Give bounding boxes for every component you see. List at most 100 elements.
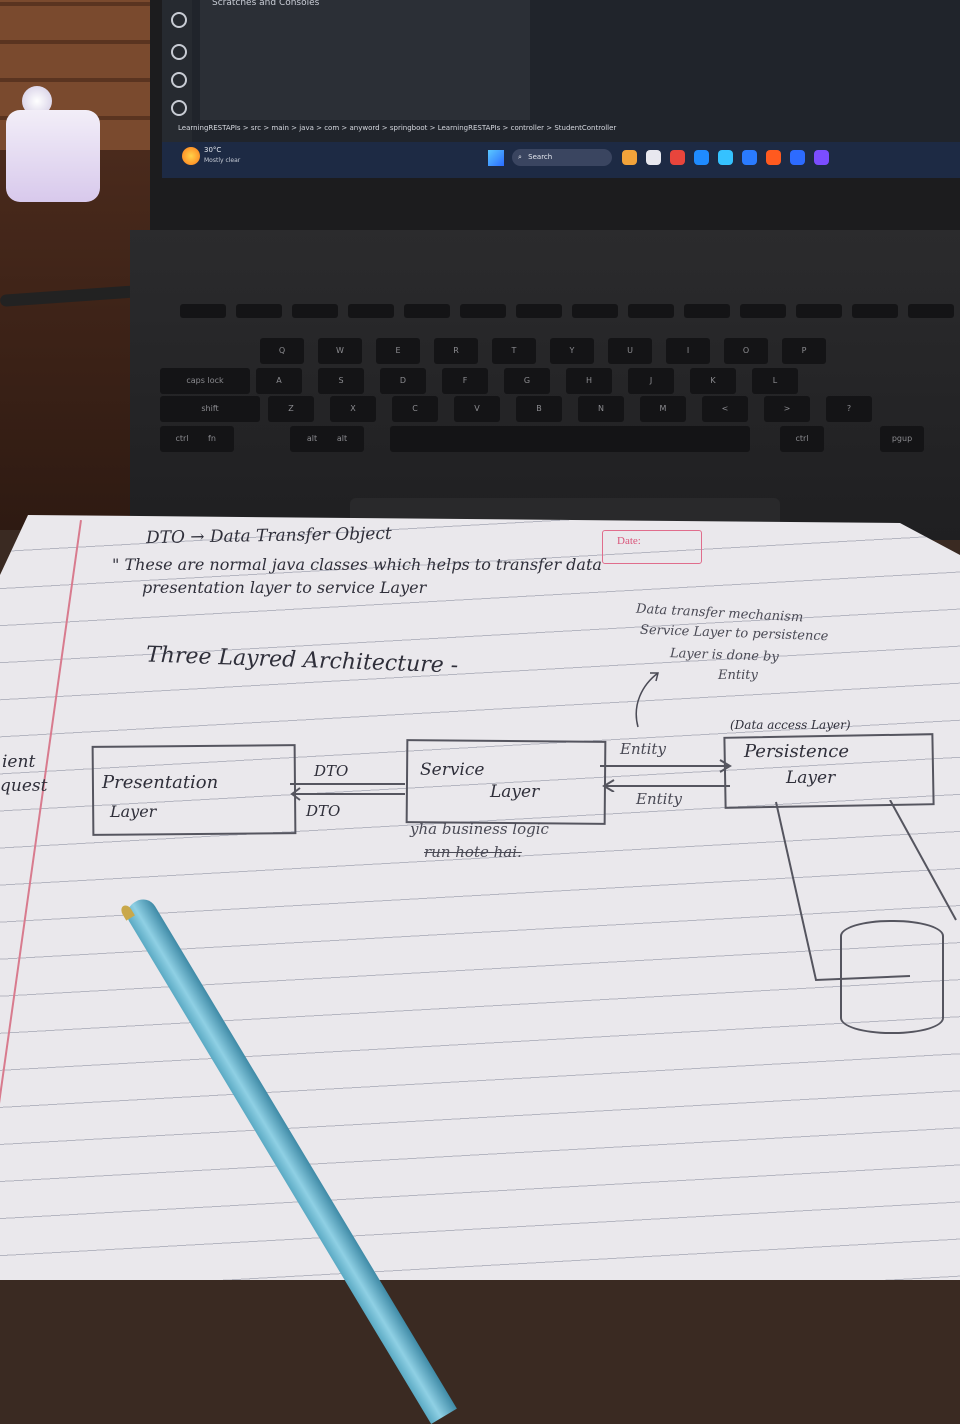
function-key[interactable] (628, 304, 674, 318)
taskbar-app-icon[interactable] (646, 150, 661, 165)
keyboard-key[interactable]: H (566, 368, 612, 394)
function-key[interactable] (348, 304, 394, 318)
dto-top-label: DTO (314, 762, 349, 780)
function-key[interactable] (292, 304, 338, 318)
function-key[interactable] (852, 304, 898, 318)
keyboard-key[interactable]: X (330, 396, 376, 422)
keyboard-key[interactable]: N (578, 396, 624, 422)
keyboard-key[interactable]: M (640, 396, 686, 422)
note-top-4: Entity (718, 668, 758, 683)
presentation-label-1: Presentation (102, 772, 219, 793)
keyboard-key[interactable]: A (256, 368, 302, 394)
keyboard-key[interactable]: pgup (880, 426, 924, 452)
keyboard-key[interactable]: < (702, 396, 748, 422)
keyboard-key[interactable]: ? (826, 396, 872, 422)
keyboard-key[interactable]: B (516, 396, 562, 422)
taskbar-app-icon[interactable] (718, 150, 733, 165)
keyboard-key[interactable]: F (442, 368, 488, 394)
database-icon (840, 920, 944, 1034)
weather-temperature[interactable]: 30°C (204, 146, 222, 154)
ruled-lines (0, 515, 960, 1280)
persistence-label-2: Layer (786, 768, 836, 788)
taskbar-app-icon[interactable] (790, 150, 805, 165)
taskbar-app-icon[interactable] (814, 150, 829, 165)
keyboard-key[interactable]: E (376, 338, 420, 364)
keyboard-key[interactable]: > (764, 396, 810, 422)
taskbar-app-icon[interactable] (670, 150, 685, 165)
spacebar[interactable] (390, 426, 750, 452)
function-key[interactable] (796, 304, 842, 318)
taskbar-app-icon[interactable] (622, 150, 637, 165)
git-icon[interactable] (171, 100, 187, 116)
keyboard-key[interactable]: ctrl (780, 426, 824, 452)
breadcrumb[interactable]: LearningRESTAPIs > src > main > java > c… (178, 124, 617, 132)
function-key[interactable] (404, 304, 450, 318)
weather-description[interactable]: Mostly clear (204, 157, 241, 164)
service-label-2: Layer (490, 782, 540, 802)
services-icon[interactable] (171, 72, 187, 88)
taskbar-app-icon[interactable] (694, 150, 709, 165)
keyboard-key[interactable]: W (318, 338, 362, 364)
service-note-2: run hote hai. (424, 843, 522, 861)
entity-bottom-label: Entity (636, 790, 682, 808)
keyboard-key[interactable]: Q (260, 338, 304, 364)
curve-arrow-icon (635, 672, 659, 728)
note-line-3: presentation layer to service Layer (142, 578, 427, 597)
persistence-label-1: Persistence (744, 741, 850, 762)
taskbar-search[interactable]: ⌕ Search (512, 149, 612, 166)
entity-arrows (600, 759, 732, 792)
keyboard-key[interactable]: caps lock (160, 368, 250, 394)
led-candle (6, 110, 100, 202)
keyboard-key[interactable]: S (318, 368, 364, 394)
keyboard-key[interactable]: R (434, 338, 478, 364)
keyboard-key[interactable]: O (724, 338, 768, 364)
client-label-1: ient (2, 752, 36, 772)
keyboard-key[interactable]: G (504, 368, 550, 394)
dto-arrows (290, 783, 405, 801)
start-button-icon[interactable] (488, 150, 504, 166)
date-stamp: Date: (602, 530, 702, 564)
keyboard-key[interactable]: P (782, 338, 826, 364)
note-line-2: " These are normal java classes which he… (112, 555, 602, 574)
keyboard-key[interactable]: U (608, 338, 652, 364)
keyboard-key[interactable]: shift (160, 396, 260, 422)
function-key[interactable] (236, 304, 282, 318)
function-key[interactable] (516, 304, 562, 318)
keyboard-key[interactable]: I (666, 338, 710, 364)
keyboard-key[interactable]: Z (268, 396, 314, 422)
taskbar-app-icon[interactable] (742, 150, 757, 165)
function-key[interactable] (180, 304, 226, 318)
client-label-2: quest (0, 776, 48, 796)
function-key[interactable] (908, 304, 954, 318)
run-icon[interactable] (171, 12, 187, 28)
taskbar-app-icon[interactable] (766, 150, 781, 165)
persistence-note: (Data access Layer) (730, 718, 851, 732)
entity-top-label: Entity (620, 740, 666, 758)
database-connector (775, 800, 957, 982)
ide-tree-item[interactable]: Scratches and Consoles (212, 0, 320, 8)
keyboard-key[interactable]: J (628, 368, 674, 394)
function-key[interactable] (684, 304, 730, 318)
terminal-icon[interactable] (171, 44, 187, 60)
function-key[interactable] (572, 304, 618, 318)
ide-panel (200, 0, 530, 120)
keyboard-key[interactable]: fn (190, 426, 234, 452)
presentation-label-2: Layer (110, 802, 157, 821)
keyboard-key[interactable]: Y (550, 338, 594, 364)
keyboard-key[interactable]: T (492, 338, 536, 364)
function-key[interactable] (740, 304, 786, 318)
weather-icon[interactable] (182, 147, 200, 165)
keyboard-key[interactable]: L (752, 368, 798, 394)
keyboard-key[interactable]: V (454, 396, 500, 422)
keyboard-key[interactable]: D (380, 368, 426, 394)
search-label: Search (528, 153, 553, 161)
service-label-1: Service (420, 760, 485, 780)
dto-bottom-label: DTO (306, 802, 341, 820)
service-note-1: yha business logic (410, 820, 549, 838)
search-icon: ⌕ (518, 153, 522, 161)
keyboard-key[interactable]: alt (320, 426, 364, 452)
keyboard-key[interactable]: C (392, 396, 438, 422)
keyboard-key[interactable]: K (690, 368, 736, 394)
function-key[interactable] (460, 304, 506, 318)
